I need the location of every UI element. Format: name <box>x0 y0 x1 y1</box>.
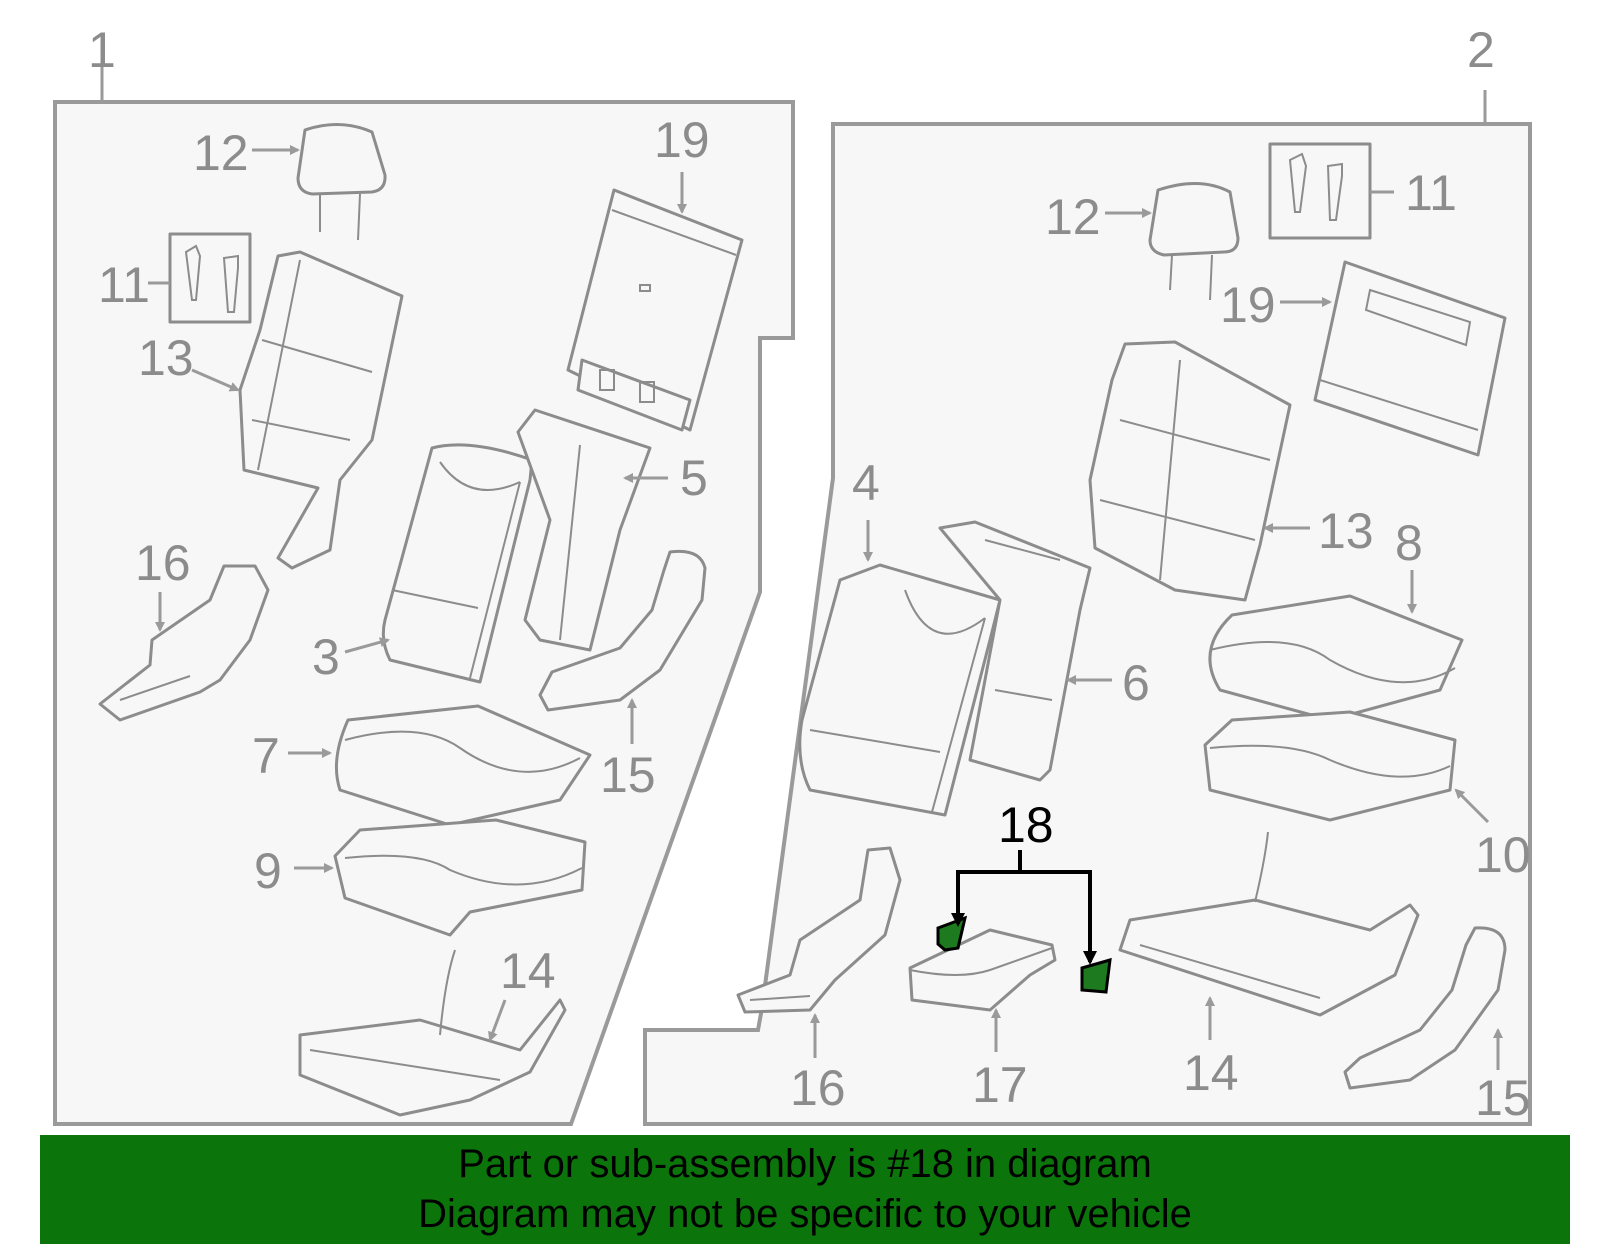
right-callout-13: 13 <box>1318 503 1374 559</box>
right-callout-4: 4 <box>852 455 880 511</box>
left-callout-15: 15 <box>600 747 656 803</box>
right-callout-19: 19 <box>1220 277 1276 333</box>
info-banner: Part or sub-assembly is #18 in diagram D… <box>40 1135 1570 1244</box>
right-callout-16: 16 <box>790 1060 846 1116</box>
right-callout-14: 14 <box>1183 1045 1239 1101</box>
right-seat-frame-part <box>1088 340 1292 602</box>
right-callout-18: 18 <box>998 797 1054 853</box>
left-seat-frame-part <box>238 250 404 570</box>
left-callout-13: 13 <box>138 330 194 386</box>
left-callout-3: 3 <box>312 629 340 685</box>
right-callout-15: 15 <box>1475 1070 1531 1126</box>
right-cushion-cover-part <box>1208 594 1464 722</box>
right-callout-10: 10 <box>1475 827 1531 883</box>
right-headrest-part <box>1148 181 1240 301</box>
left-callout-16: 16 <box>135 535 191 591</box>
left-headrest-part <box>296 122 387 241</box>
right-callout-11: 11 <box>1405 165 1457 221</box>
left-callout-14: 14 <box>500 943 556 999</box>
left-callout-9: 9 <box>254 843 282 899</box>
right-side-shield-part <box>1343 926 1507 1090</box>
right-callout-17: 17 <box>972 1057 1028 1113</box>
banner-line-2: Diagram may not be specific to your vehi… <box>418 1192 1192 1236</box>
banner-line-1: Part or sub-assembly is #18 in diagram <box>458 1142 1152 1186</box>
left-callout-11: 11 <box>98 257 150 313</box>
right-cushion-pad-part <box>1203 710 1457 822</box>
right-seatback-pad-part <box>938 520 1092 782</box>
left-seat-base-frame-part <box>298 949 567 1117</box>
group-1-label: 1 <box>88 22 116 78</box>
left-callout-12: 12 <box>193 125 249 181</box>
right-guide-box <box>1268 142 1372 240</box>
left-cushion-pad-part <box>333 818 587 937</box>
left-guide-box <box>168 232 252 324</box>
right-seat-base-frame-part <box>1118 831 1420 1017</box>
right-callout-6: 6 <box>1122 655 1150 711</box>
right-highlighted-part-18 <box>936 850 1112 994</box>
left-callout-19: 19 <box>654 112 710 168</box>
left-side-trim-part <box>98 564 270 722</box>
left-seatback-pad-part <box>516 408 652 652</box>
left-seatback-panel-part <box>566 188 744 432</box>
right-seatback-cover-part <box>798 563 1002 817</box>
left-cushion-cover-part <box>334 704 592 827</box>
left-callout-7: 7 <box>252 728 280 784</box>
group-2-label: 2 <box>1467 22 1495 78</box>
left-side-shield-part <box>538 549 707 712</box>
right-armrest-part <box>908 928 1057 1012</box>
right-seatback-panel-part <box>1313 260 1507 457</box>
left-callout-5: 5 <box>680 450 708 506</box>
right-side-trim-part <box>736 846 902 1014</box>
right-callout-8: 8 <box>1395 515 1423 571</box>
right-callout-12: 12 <box>1045 189 1101 245</box>
